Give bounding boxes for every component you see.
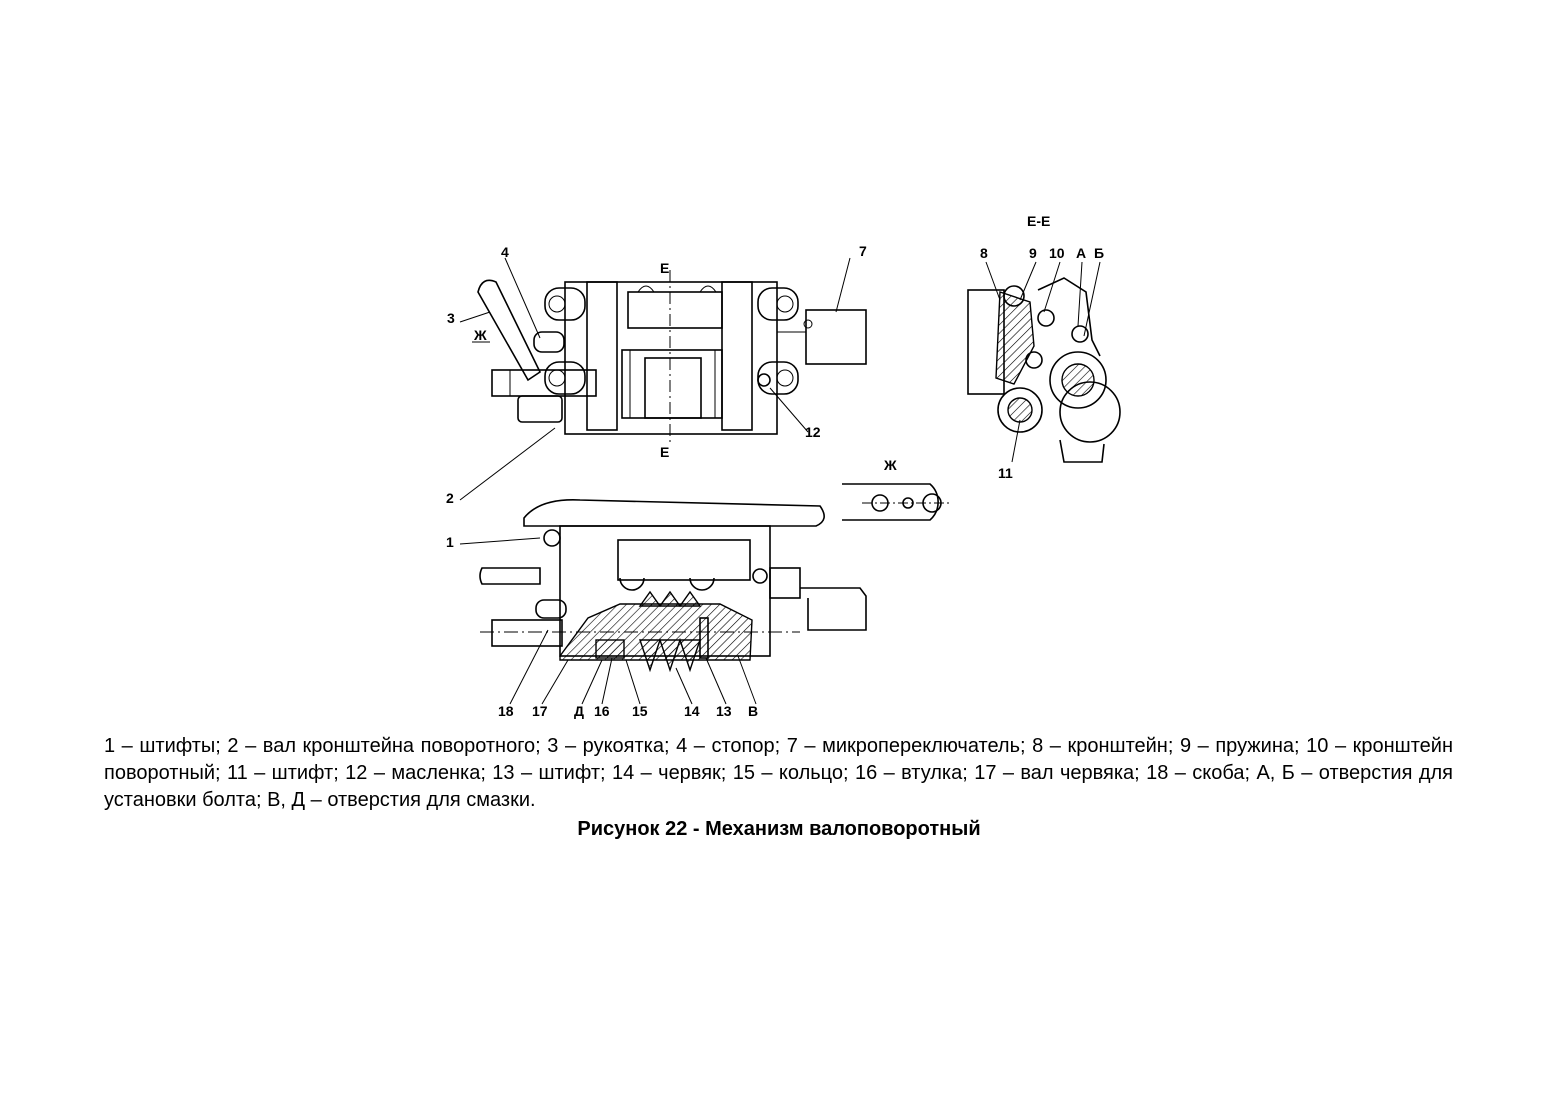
callout-15: 15: [632, 703, 648, 719]
callout-A: А: [1076, 245, 1086, 261]
detail-view: [842, 483, 950, 521]
callout-3: 3: [447, 310, 455, 326]
callout-2: 2: [446, 490, 454, 506]
figure-title: Рисунок 22 - Механизм валоповоротный: [577, 818, 981, 840]
mechanism-drawing: Е Е Ж 4 3 7 12 2 Е-Е 8 9 10: [446, 213, 1121, 719]
view-mark-main: Ж: [473, 327, 487, 343]
callout-7: 7: [859, 243, 867, 259]
leader-lines-section: [985, 261, 1101, 463]
callout-4: 4: [501, 244, 509, 260]
callout-14: 14: [684, 703, 700, 719]
leader-lines-front: [459, 537, 757, 705]
callout-12: 12: [805, 424, 821, 440]
section-title: Е-Е: [1027, 213, 1050, 229]
callout-D: Д: [574, 703, 584, 719]
section-mark-top: Е: [660, 260, 669, 276]
callout-B: Б: [1094, 245, 1104, 261]
callout-V: В: [748, 703, 758, 719]
callout-1: 1: [446, 534, 454, 550]
callout-10: 10: [1049, 245, 1065, 261]
top-view: [477, 270, 867, 445]
figure-caption: 1 – штифты; 2 – вал кронштейна поворотно…: [104, 735, 1453, 811]
callout-16: 16: [594, 703, 610, 719]
view-mark-detail: Ж: [883, 457, 897, 473]
callout-9: 9: [1029, 245, 1037, 261]
callout-17: 17: [532, 703, 548, 719]
front-view: [479, 499, 867, 673]
section-mark-bottom: Е: [660, 444, 669, 460]
callout-13: 13: [716, 703, 732, 719]
callout-11: 11: [998, 465, 1013, 481]
callout-8: 8: [980, 245, 988, 261]
callout-18: 18: [498, 703, 514, 719]
leader-lines-top: [459, 257, 851, 501]
section-e-e: [967, 277, 1121, 463]
